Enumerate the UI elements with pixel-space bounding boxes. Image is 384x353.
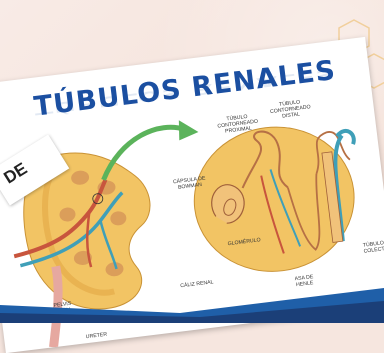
label-colector-2: COLECT — [363, 246, 384, 255]
side-card-text: DE — [0, 159, 31, 188]
nephron-detail — [186, 117, 369, 280]
bottom-decoration — [0, 283, 384, 323]
label-tubulo-distal-3: DISTAL — [282, 111, 300, 119]
label-ureter: URETER — [86, 332, 108, 341]
